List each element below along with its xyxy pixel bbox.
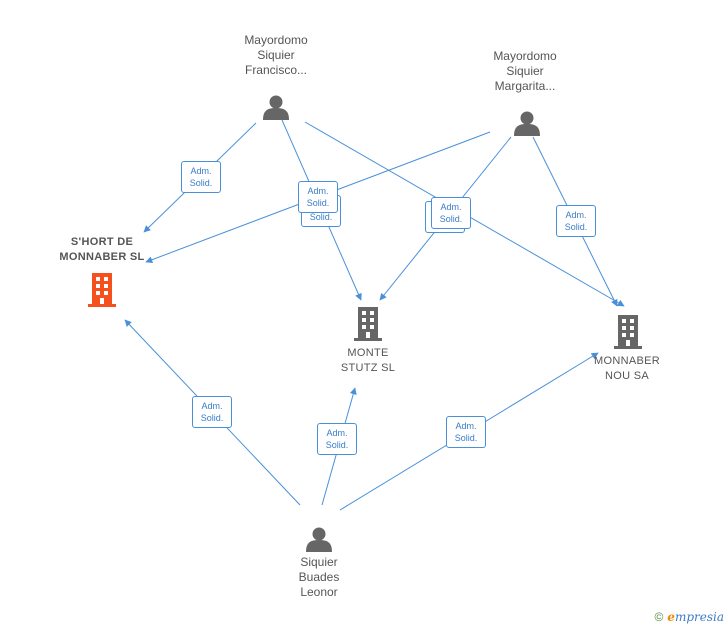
person-leonor-label[interactable]: Siquier Buades Leonor bbox=[269, 555, 369, 600]
copyright-symbol: © bbox=[654, 610, 664, 624]
company-monnaber-label[interactable]: MONNABER NOU SA bbox=[577, 354, 677, 384]
edge-label-leonor-short[interactable]: Adm. Solid. bbox=[192, 396, 232, 428]
company-monte-label[interactable]: MONTE STUTZ SL bbox=[318, 346, 418, 376]
company-monte-building-icon[interactable] bbox=[354, 307, 382, 341]
person-margarita-icon[interactable] bbox=[514, 111, 540, 137]
label-line: Mayordomo bbox=[244, 33, 308, 47]
edge-label-line: Solid. bbox=[189, 178, 213, 188]
footer-brand: ©empresia bbox=[654, 610, 724, 624]
label-line: Mayordomo bbox=[493, 49, 557, 63]
person-leonor-icon[interactable] bbox=[306, 527, 332, 553]
edge-label-line: Solid. bbox=[454, 433, 478, 443]
label-line: Buades bbox=[298, 570, 340, 584]
person-francisco-label[interactable]: Mayordomo Siquier Francisco... bbox=[226, 33, 326, 78]
edge-label-line: Adm. bbox=[440, 202, 462, 212]
edge-label-leonor-monte[interactable]: Adm. Solid. bbox=[317, 423, 357, 455]
edge-label-line: Solid. bbox=[309, 212, 333, 222]
label-line: MONTE bbox=[347, 347, 389, 359]
edge-label-line: Adm. bbox=[190, 166, 212, 176]
edge-label-line: Solid. bbox=[325, 440, 349, 450]
label-line: Francisco... bbox=[244, 63, 307, 77]
label-line: Leonor bbox=[300, 585, 338, 599]
label-line: NOU SA bbox=[605, 370, 649, 382]
edge-label-line: Solid. bbox=[306, 198, 330, 208]
edge-label-line: Adm. bbox=[326, 428, 348, 438]
label-line: Siquier bbox=[257, 48, 295, 62]
edge-label-line: Adm. bbox=[565, 210, 587, 220]
brand-name: mpresia bbox=[674, 610, 724, 624]
label-line: STUTZ SL bbox=[340, 362, 396, 374]
edge-label-line: Adm. bbox=[307, 186, 329, 196]
edge-label-francisco-monte[interactable]: Adm. Solid. bbox=[298, 181, 338, 213]
person-margarita-label[interactable]: Mayordomo Siquier Margarita... bbox=[475, 49, 575, 94]
edge-label-line: Adm. bbox=[201, 401, 223, 411]
edge-label-margarita-monte[interactable]: Adm. Solid. bbox=[431, 197, 471, 229]
edge-label-margarita-monnaber[interactable]: Adm. Solid. bbox=[556, 205, 596, 237]
edge-label-leonor-monnaber[interactable]: Adm. Solid. bbox=[446, 416, 486, 448]
label-line: MONNABER bbox=[594, 355, 660, 367]
company-monnaber-building-icon[interactable] bbox=[614, 315, 642, 349]
label-line: Margarita... bbox=[494, 79, 556, 93]
edge-label-line: Solid. bbox=[564, 222, 588, 232]
brand-logo: empresia bbox=[667, 610, 724, 624]
company-short-label[interactable]: S'HORT DE MONNABER SL bbox=[42, 235, 162, 265]
edge-label-line: Solid. bbox=[439, 214, 463, 224]
brand-initial: e bbox=[667, 610, 675, 624]
label-line: MONNABER SL bbox=[59, 251, 145, 263]
edge-label-francisco-short[interactable]: Adm. Solid. bbox=[181, 161, 221, 193]
edge-label-line: Solid. bbox=[200, 413, 224, 423]
label-line: S'HORT DE bbox=[70, 236, 134, 248]
label-line: Siquier bbox=[506, 64, 544, 78]
label-line: Siquier bbox=[300, 555, 338, 569]
edge-label-line: Adm. bbox=[455, 421, 477, 431]
person-francisco-icon[interactable] bbox=[263, 95, 289, 121]
company-short-building-icon[interactable] bbox=[88, 273, 116, 307]
